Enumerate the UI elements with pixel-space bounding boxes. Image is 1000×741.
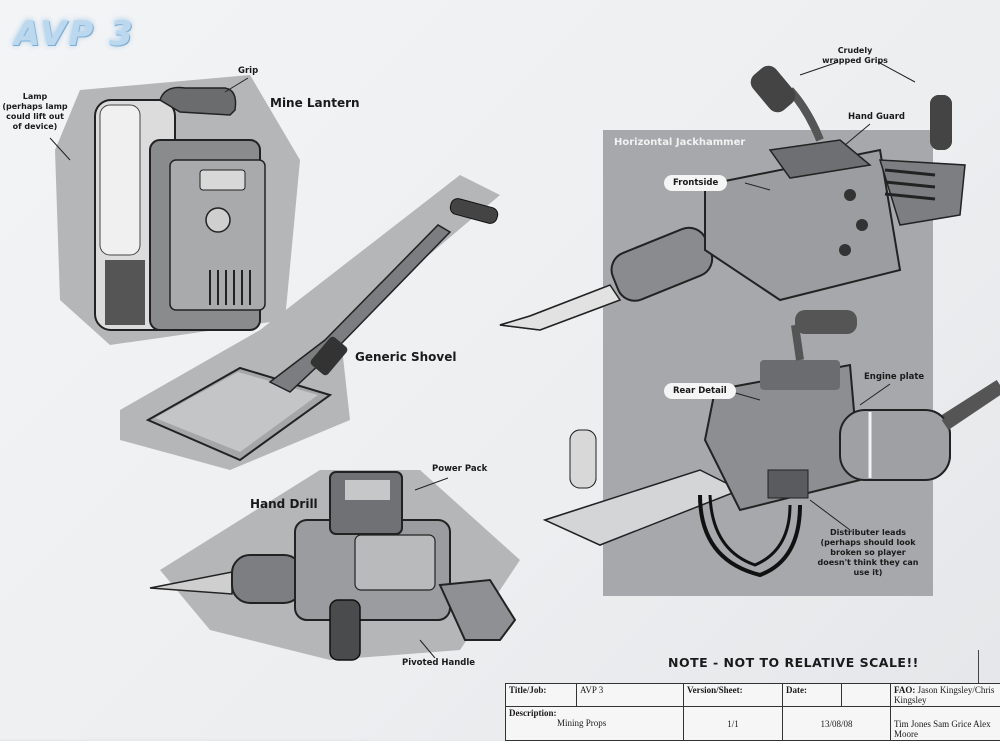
rear-detail-label: Rear Detail: [664, 383, 736, 399]
grip-label: Grip: [238, 66, 259, 76]
horizontal-jackhammer-label: Horizontal Jackhammer: [614, 137, 746, 148]
description-label: Description:: [509, 708, 557, 718]
frontside-label: Frontside: [664, 175, 728, 191]
power-pack-label: Power Pack: [432, 464, 488, 474]
artist-signature: [978, 650, 1000, 686]
date-value: 13/08/08: [820, 719, 853, 729]
version-value: 1/1: [727, 719, 739, 729]
title-block: Title/Job: AVP 3 Version/Sheet: Date: FA…: [505, 683, 1000, 741]
generic-shovel-drawing: [145, 198, 499, 462]
hand-drill-label: Hand Drill: [250, 497, 318, 511]
mine-lantern-label: Mine Lantern: [270, 96, 360, 110]
engine-plate-label: Engine plate: [864, 372, 925, 382]
lamp-note-label: Lamp (perhaps lamp could lift out of dev…: [2, 92, 68, 131]
artists-credit: Tim Jones Sam Grice Alex Moore: [894, 719, 991, 739]
title-job-value: AVP 3: [580, 685, 604, 695]
scale-note: NOTE - NOT TO RELATIVE SCALE!!: [668, 655, 919, 670]
crudely-wrapped-grips-label: Crudely wrapped Grips: [822, 46, 888, 65]
hand-guard-label: Hand Guard: [848, 112, 905, 122]
avp3-logo: AVP 3: [14, 14, 135, 54]
description-value: Mining Props: [557, 718, 607, 728]
distributer-leads-label: Distributer leads (perhaps should look b…: [817, 528, 919, 577]
generic-shovel-label: Generic Shovel: [355, 350, 457, 364]
fao-label: FAO:: [894, 685, 916, 695]
title-job-label: Title/Job:: [509, 685, 547, 695]
fao-value: Jason Kingsley/Chris Kingsley: [894, 685, 995, 705]
mine-lantern-drawing: [94, 86, 266, 331]
hand-drill-drawing: [149, 471, 517, 661]
pivoted-handle-label: Pivoted Handle: [402, 658, 476, 668]
version-label: Version/Sheet:: [687, 685, 743, 695]
date-label: Date:: [786, 685, 807, 695]
